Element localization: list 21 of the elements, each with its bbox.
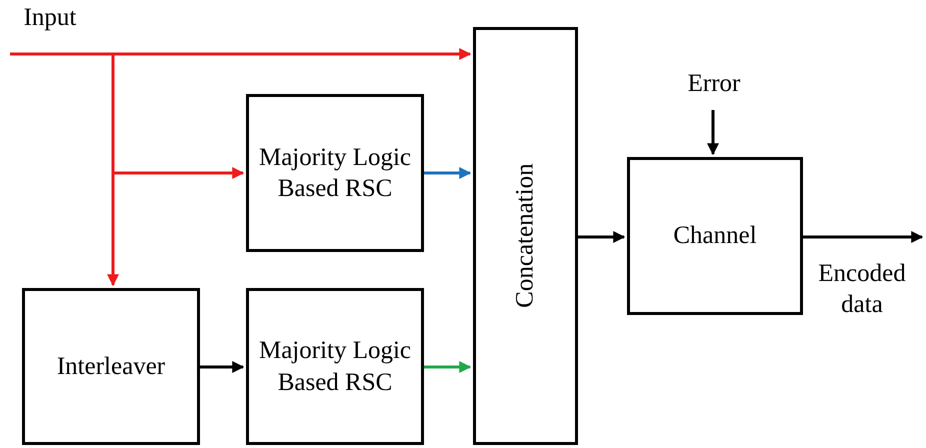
arrow xyxy=(424,361,472,373)
arrow xyxy=(107,54,119,286)
process-box xyxy=(627,157,803,315)
arrow xyxy=(803,231,924,243)
node-label: Interleaver xyxy=(56,352,166,382)
node-label: Majority Logic Based RSC xyxy=(258,142,412,204)
node-label: Channel xyxy=(673,221,757,252)
arrow xyxy=(707,110,719,156)
node-label: Majority Logic Based RSC xyxy=(258,336,412,398)
process-box xyxy=(22,288,200,445)
arrow xyxy=(200,361,244,373)
node-label: Error xyxy=(688,69,740,99)
process-box xyxy=(246,288,424,445)
process-box xyxy=(473,27,578,445)
process-box xyxy=(246,94,424,252)
node-label: Concatenation xyxy=(510,164,540,308)
node-label: Encoded data xyxy=(817,258,907,320)
node-label: Input xyxy=(24,3,76,33)
arrow xyxy=(424,167,472,179)
arrow xyxy=(578,231,626,243)
arrow xyxy=(10,48,472,60)
